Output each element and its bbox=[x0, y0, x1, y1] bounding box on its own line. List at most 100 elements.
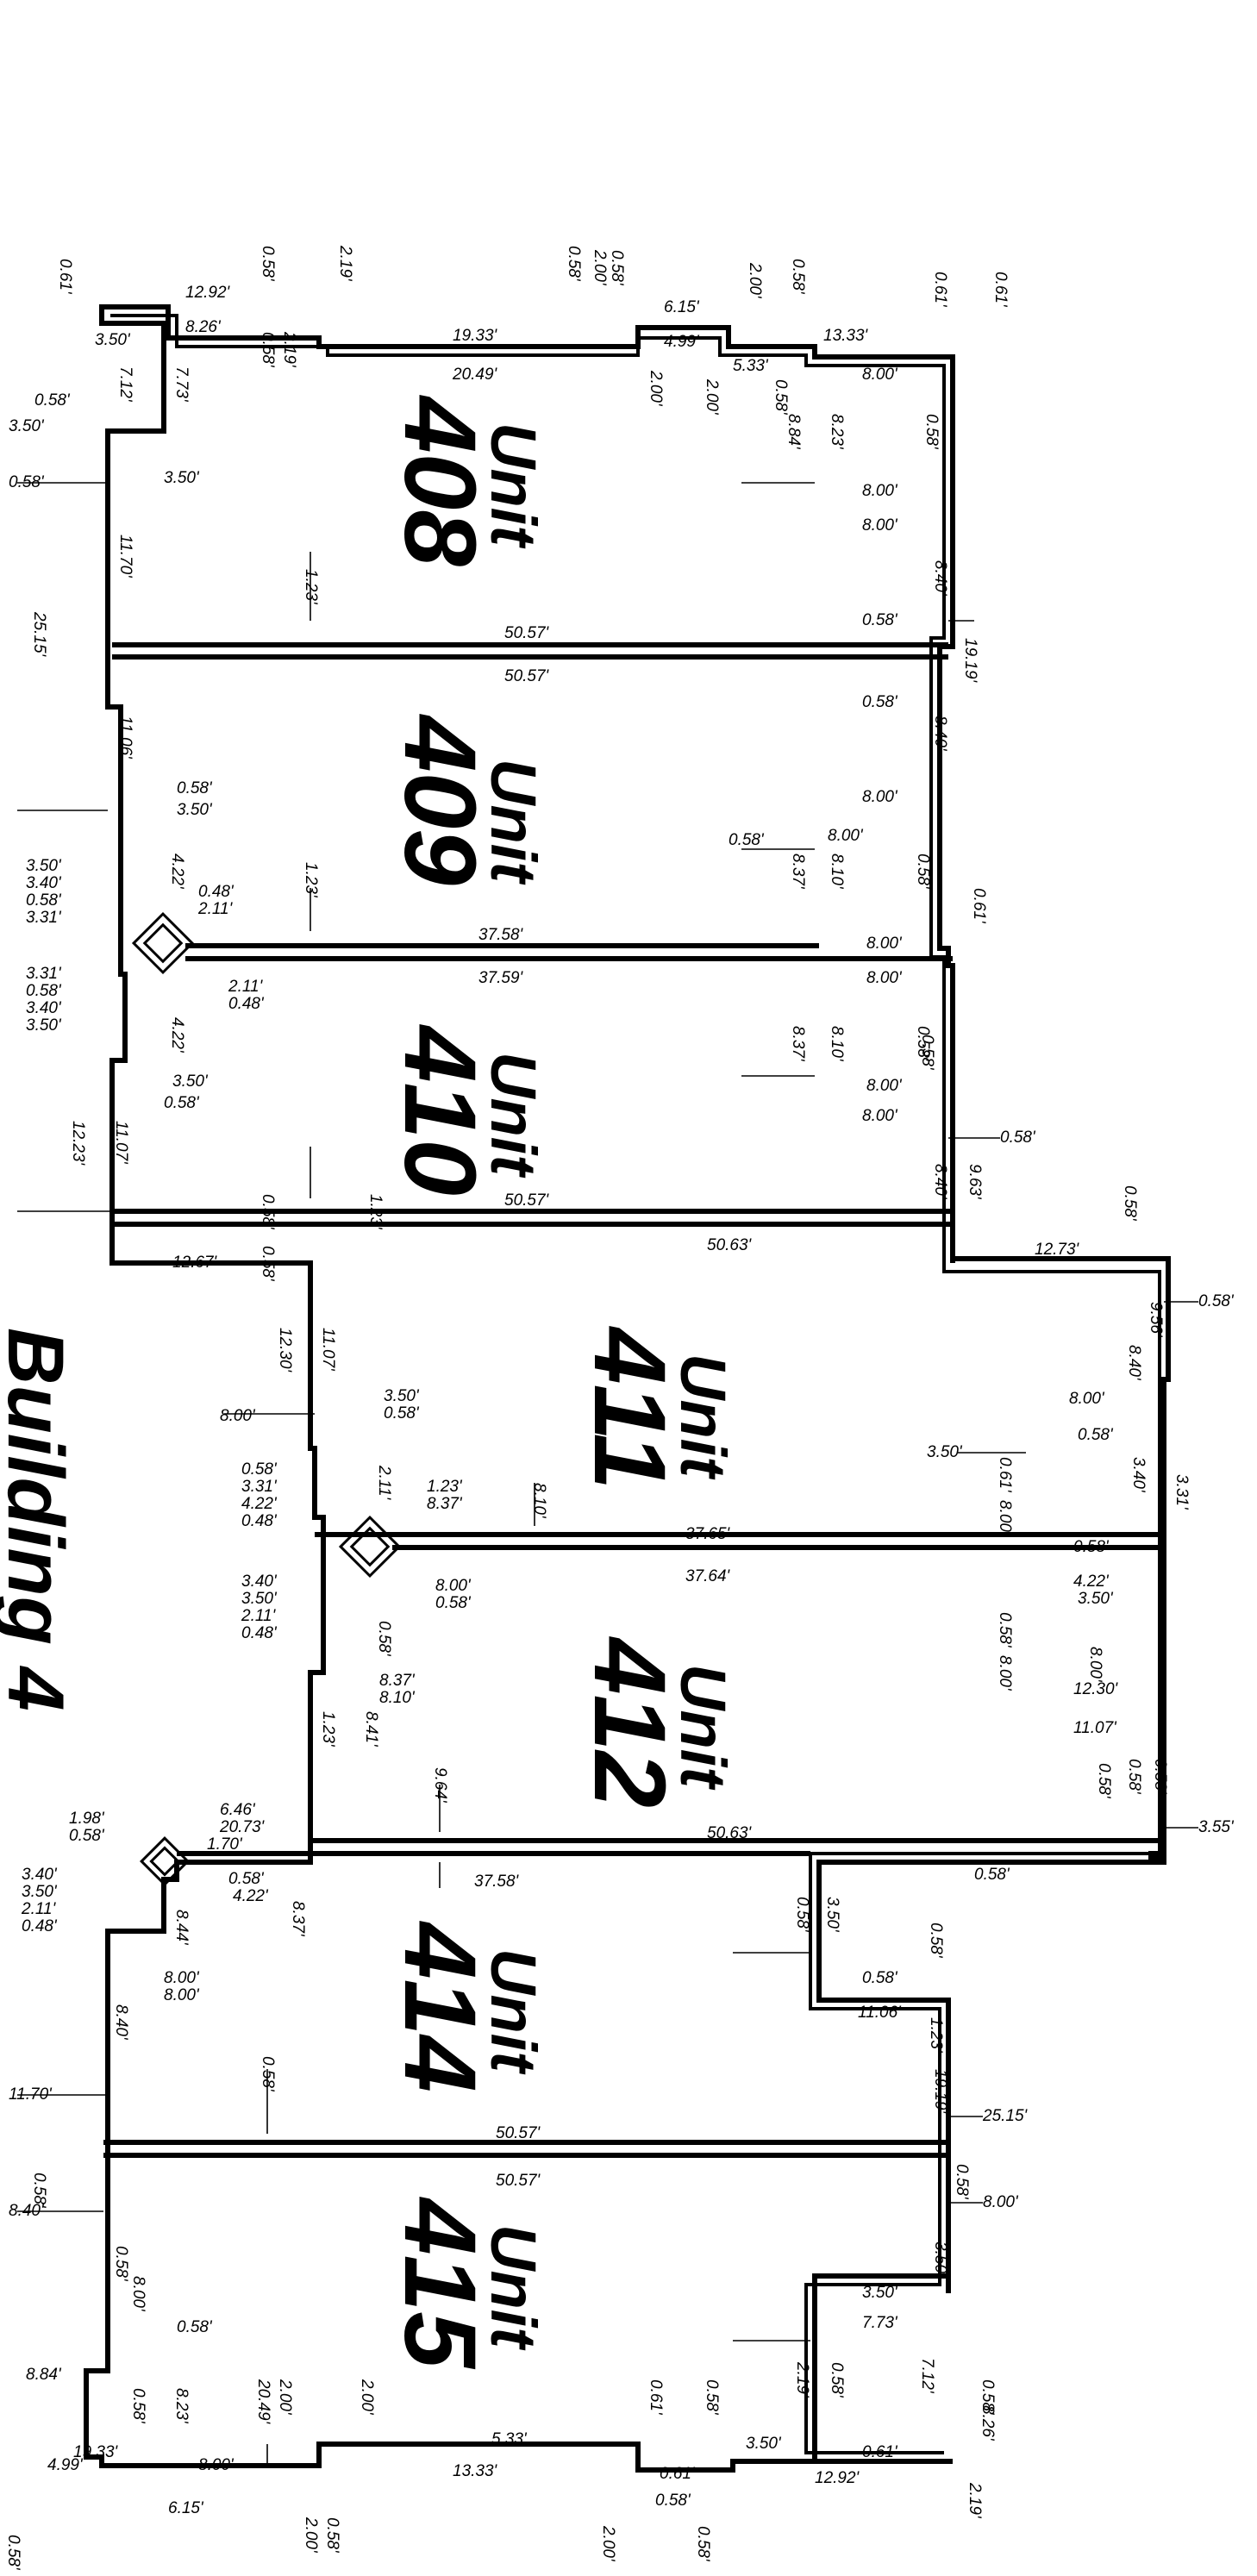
dimension-label: 3.50' bbox=[862, 2284, 898, 2302]
dimension-label: 3.40' bbox=[26, 874, 62, 892]
dimension-label: 1.23' bbox=[366, 1194, 385, 1230]
dimension-label: 1.23' bbox=[302, 862, 320, 898]
dimension-label: 7.73' bbox=[172, 366, 191, 403]
dimension-label: 0.58' bbox=[69, 1827, 105, 1845]
dimension-label: 0.58' bbox=[1198, 1292, 1235, 1310]
dimension-label: 0.58' bbox=[703, 2379, 721, 2416]
dimension-label: 8.00' bbox=[996, 1500, 1014, 1536]
dimension-lines bbox=[17, 482, 1198, 2466]
dimension-label: 0.58' bbox=[34, 391, 71, 410]
dimension-label: 3.50' bbox=[927, 1443, 963, 1461]
dimension-label: 0.61' bbox=[970, 888, 988, 924]
dimension-label: 7.73' bbox=[862, 2314, 898, 2332]
dimension-label: 0.58' bbox=[9, 473, 45, 491]
dimension-label: 12.73' bbox=[1035, 1241, 1080, 1259]
dimension-label: 12.92' bbox=[815, 2469, 860, 2487]
dimension-label: 0.58' bbox=[384, 1404, 420, 1422]
dimension-label: 0.58' bbox=[1000, 1129, 1036, 1147]
dimension-label: 0.58' bbox=[4, 2535, 22, 2571]
dimension-label: 5.33' bbox=[491, 2430, 528, 2448]
dimension-label: 2.00' bbox=[591, 249, 609, 286]
dimension-label: 8.40' bbox=[112, 2004, 130, 2041]
wall-length: 37.58' bbox=[474, 1873, 520, 1891]
dimension-label: 2.00' bbox=[703, 378, 721, 416]
unit-number: 409 bbox=[383, 714, 497, 885]
dimension-label: 2.00' bbox=[358, 2379, 376, 2416]
dimension-label: 4.22' bbox=[1073, 1572, 1110, 1591]
dimension-label: 4.22' bbox=[233, 1887, 269, 1905]
dimension-label: 2.00' bbox=[746, 262, 764, 299]
dimension-label: 3.31' bbox=[241, 1478, 278, 1496]
dimension-label: 3.50' bbox=[22, 1883, 58, 1901]
dimension-label: 11.70' bbox=[116, 535, 134, 578]
dimension-label: 0.58' bbox=[1151, 1759, 1169, 1795]
dimension-label: 25.15' bbox=[982, 2107, 1029, 2125]
utility-chase-2 bbox=[338, 1515, 402, 1579]
dimension-label: 0.58' bbox=[375, 1621, 393, 1657]
dimension-label: 8.00' bbox=[164, 1986, 200, 2004]
dimension-label: 3.40' bbox=[241, 1572, 278, 1591]
unit-number: 410 bbox=[383, 1024, 497, 1196]
dimension-label: 3.50' bbox=[384, 1387, 420, 1405]
dimension-label: 20.73' bbox=[219, 1818, 266, 1836]
dimension-label: 8.00' bbox=[164, 1969, 200, 1987]
dimension-label: 1.23' bbox=[427, 1478, 463, 1496]
dimension-label: 11.70' bbox=[9, 2085, 53, 2104]
dimension-label: 3.31' bbox=[26, 965, 62, 983]
dimension-label: 8.23' bbox=[828, 414, 846, 450]
dimension-label: 3.50' bbox=[26, 1016, 62, 1035]
dimension-label: 7.12' bbox=[918, 2358, 936, 2394]
dimension-label: 8.00' bbox=[220, 1407, 256, 1425]
dimension-label: 0.58' bbox=[655, 2492, 691, 2510]
dimension-label: 9.63' bbox=[966, 1164, 984, 1200]
dimension-label: 3.50' bbox=[931, 2241, 949, 2278]
dimension-label: 4.22' bbox=[168, 853, 186, 890]
dimension-label: 4.99' bbox=[664, 333, 700, 351]
dimension-label: 8.00' bbox=[983, 2193, 1019, 2211]
dimension-label: 3.55' bbox=[1198, 1818, 1235, 1836]
dimension-label: 2.00' bbox=[276, 2379, 294, 2416]
dimension-label: 0.58' bbox=[112, 2246, 130, 2282]
dimension-label: 19.19' bbox=[961, 638, 979, 684]
dimension-label: 0.58' bbox=[1121, 1185, 1139, 1222]
dimension-label: 3.50' bbox=[26, 857, 62, 875]
wall-length: 37.58' bbox=[478, 926, 524, 944]
dimension-label: 2.19' bbox=[336, 245, 354, 282]
dimension-label: 1.23' bbox=[319, 1711, 337, 1748]
dimension-label: 2.00' bbox=[599, 2525, 617, 2562]
dimension-label: 0.58' bbox=[228, 1870, 265, 1888]
unit-number: 412 bbox=[572, 1636, 686, 1808]
dimension-label: 3.31' bbox=[26, 909, 62, 927]
unit-411-label: Unit 411 bbox=[572, 1326, 739, 1490]
dimension-label: 0.58' bbox=[259, 2056, 277, 2092]
dimension-label: 0.58' bbox=[177, 779, 213, 797]
dimension-label: 0.58' bbox=[259, 332, 277, 368]
dimension-label: 0.58' bbox=[323, 2517, 341, 2554]
unit-number: 415 bbox=[383, 2197, 497, 2370]
unit-number: 414 bbox=[383, 1921, 497, 2092]
dimension-label: 0.58' bbox=[1095, 1763, 1113, 1799]
dimension-label: 6.15' bbox=[168, 2499, 204, 2517]
dimension-label: 0.58' bbox=[129, 2388, 147, 2424]
dimension-label: 0.61' bbox=[991, 272, 1010, 308]
dimension-label: 0.58' bbox=[974, 1866, 1010, 1884]
wall-length: 50.63' bbox=[707, 1236, 753, 1254]
dimension-label: 1.70' bbox=[207, 1835, 243, 1854]
dimension-label: 8.23' bbox=[172, 2388, 191, 2424]
wall-length: 37.64' bbox=[685, 1567, 731, 1585]
unit-414-label: Unit 414 bbox=[383, 1921, 549, 2092]
dimension-label: 4.99' bbox=[47, 2456, 84, 2474]
dimension-label: 3.50' bbox=[823, 1897, 841, 1933]
dimension-label: 3.40' bbox=[1129, 1457, 1148, 1493]
dimension-label: 8.10' bbox=[379, 1689, 416, 1707]
dimension-label: 8.10' bbox=[828, 1026, 846, 1062]
dimension-label: 0.58' bbox=[259, 246, 277, 282]
dimension-label: 0.61' bbox=[931, 272, 949, 308]
dimension-label: 8.84' bbox=[26, 2366, 62, 2384]
wall-length: 50.57' bbox=[504, 624, 550, 642]
dimension-label: 8.00' bbox=[828, 827, 864, 845]
dimension-label: 8.26' bbox=[979, 2405, 997, 2442]
building-title: Building 4 bbox=[0, 1328, 79, 1711]
dimension-label: 8.44' bbox=[172, 1910, 191, 1946]
